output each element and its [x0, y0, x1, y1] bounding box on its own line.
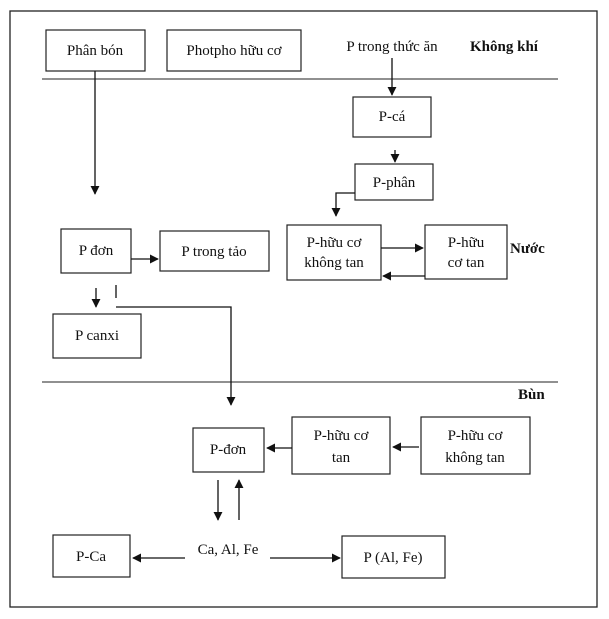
p-ca-label: P-Ca [76, 549, 106, 565]
fertilizer-box [45, 29, 146, 72]
p-organic-soluble-water-line2: cơ tan [448, 255, 485, 271]
p-organic-soluble-mud-box [291, 416, 391, 475]
p-organic-insoluble-mud-line2: không tan [445, 450, 505, 466]
p-organic-insoluble-mud-line1: P-hữu cơ [448, 428, 504, 444]
p-simple-water-box [60, 228, 132, 274]
p-al-fe-box [341, 535, 446, 579]
p-in-algae-box [159, 230, 270, 272]
p-simple-water-label: P đơn [79, 243, 114, 259]
p-in-algae-label: P trong tảo [181, 244, 246, 260]
p-organic-soluble-mud-line2: tan [332, 450, 351, 466]
zone-label-air: Không khí [470, 39, 539, 55]
p-organic-soluble-water-line1: P-hữu [448, 235, 485, 251]
p-calcium-box [52, 313, 142, 359]
arrow-simple-water-to-simple-mud [116, 306, 236, 406]
p-simple-mud-box [192, 427, 265, 473]
zone-label-mud: Bùn [518, 387, 545, 403]
p-fish-label: P-cá [379, 109, 406, 125]
p-fish-box [352, 96, 432, 138]
p-feces-label: P-phân [373, 175, 416, 191]
outer-frame [9, 10, 598, 608]
fertilizer-label: Phân bón [67, 43, 124, 59]
p-organic-insoluble-water-box [286, 224, 382, 281]
p-organic-insoluble-water-line1: P-hữu cơ [307, 235, 363, 251]
p-ca-box [52, 534, 131, 578]
p-in-food-label: P trong thức ăn [346, 39, 438, 55]
p-feces-box [354, 163, 434, 201]
p-simple-mud-label: P-đơn [210, 442, 247, 458]
p-organic-insoluble-mud-box [420, 416, 531, 475]
arrow-feces-to-organic-insoluble [331, 192, 355, 217]
ca-al-fe-label: Ca, Al, Fe [198, 542, 259, 558]
p-organic-soluble-water-box [424, 224, 508, 280]
p-al-fe-label: P (Al, Fe) [363, 550, 422, 566]
zone-label-water: Nước [510, 241, 545, 257]
p-organic-insoluble-water-line2: không tan [304, 255, 364, 271]
p-organic-soluble-mud-line1: P-hữu cơ [314, 428, 370, 444]
organic-phosphorus-box [166, 29, 302, 72]
organic-phosphorus-label: Photpho hữu cơ [186, 43, 282, 59]
p-calcium-label: P canxi [75, 328, 119, 344]
